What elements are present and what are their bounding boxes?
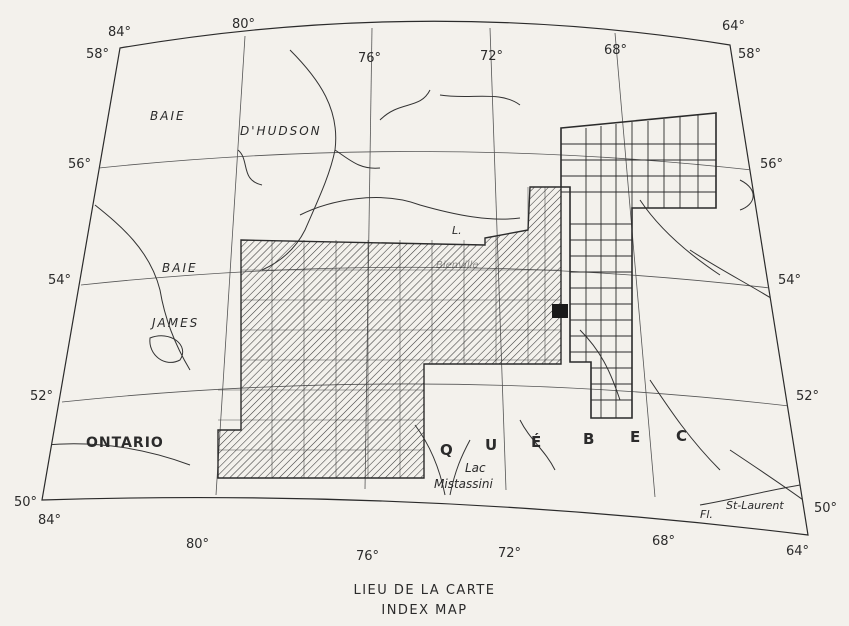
lat-label-left: 52° [30,389,53,404]
lat-label-right: 58° [738,47,761,62]
place-fleuve-2: St-Laurent [726,499,784,512]
lat-label-left: 50° [14,495,37,510]
map-canvas: 84° 80° 76° 72° 68° 64° 84° 80° 76° 72° … [14,17,837,564]
lat-label-right: 56° [760,157,783,172]
lon-label-bottom: 84° [38,513,61,528]
lon-label-top: 72° [480,49,503,64]
place-baie-james-2: JAMES [150,316,199,330]
place-lac-1: Lac [465,461,486,475]
coverage-hatched [217,186,562,479]
lat-label-right: 50° [814,501,837,516]
place-lake-top: L. [452,224,462,237]
hatched-grid-lines [218,187,561,478]
lon-label-bottom: 80° [186,537,209,552]
place-quebec-letter: Q [440,441,453,459]
place-baie-hudson-2: D'HUDSON [240,124,322,138]
place-lake-top-name: Bienville [436,260,479,271]
place-quebec-letter: U [485,436,497,454]
place-baie-james-1: BAIE [162,261,198,275]
coverage-grid [560,112,717,419]
place-baie-hudson-1: BAIE [150,109,186,123]
place-quebec-letter: C [676,427,687,445]
place-quebec-letter: B [583,430,594,448]
lon-label-bottom: 72° [498,546,521,561]
lat-label-left: 58° [86,47,109,62]
place-quebec-letter: É [531,432,541,451]
coverage-grid-lines [561,115,716,418]
lon-label-bottom: 76° [356,549,379,564]
lon-label-top: 76° [358,51,381,66]
place-fleuve-1: Fl. [700,508,713,521]
map-frame [41,20,809,536]
place-quebec-letter: E [630,428,640,446]
highlighted-map-sheet [552,304,568,318]
lon-label-bottom: 68° [652,534,675,549]
place-lac-2: Mistassini [434,477,493,491]
lat-label-right: 52° [796,389,819,404]
lon-label-top: 84° [108,25,131,40]
lon-label-top: 64° [722,19,745,34]
lon-label-bottom: 64° [786,544,809,559]
lon-label-top: 68° [604,43,627,58]
caption-title-fr: LIEU DE LA CARTE [353,583,496,598]
place-ontario: ONTARIO [86,435,164,451]
lat-label-right: 54° [778,273,801,288]
caption-title-en: INDEX MAP [381,603,468,618]
lat-label-left: 56° [68,157,91,172]
lon-label-top: 80° [232,17,255,32]
lat-label-left: 54° [48,273,71,288]
